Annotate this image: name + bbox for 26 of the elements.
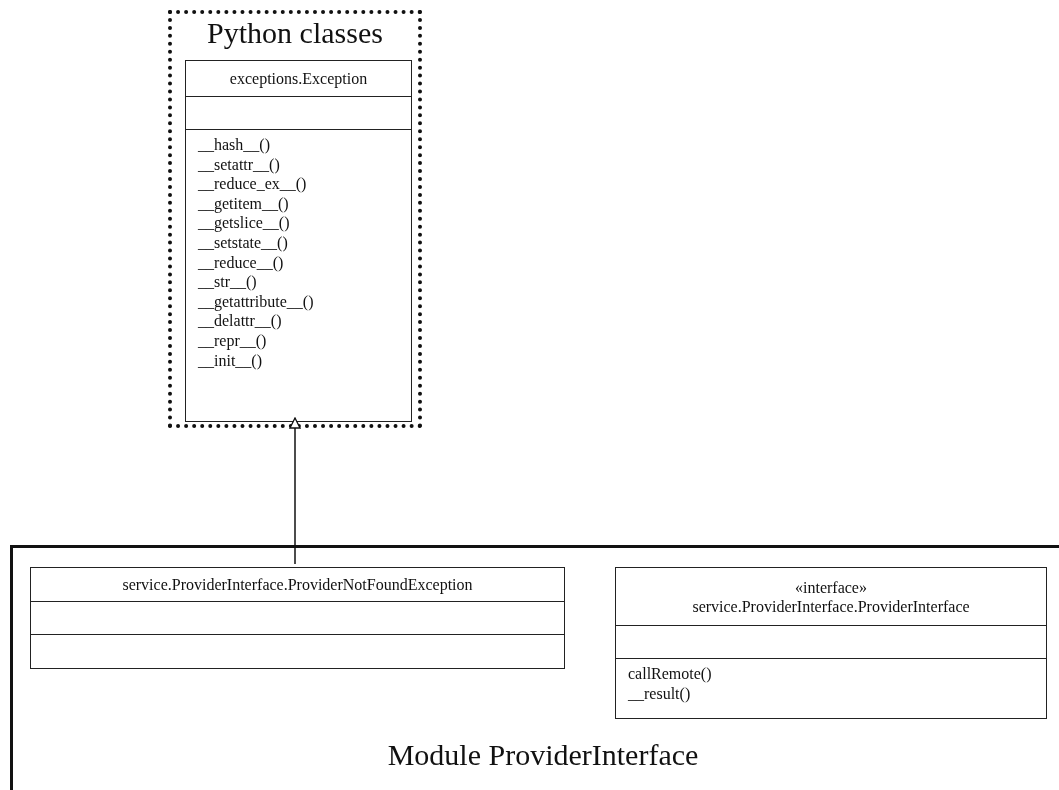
- method-name: __result(): [628, 683, 691, 704]
- method-name: __setstate__(): [198, 232, 288, 253]
- method-name: __getslice__(): [198, 213, 290, 233]
- package-frame: [168, 10, 422, 428]
- method-name: __reduce_ex__(): [198, 174, 307, 194]
- class-box: [30, 567, 565, 669]
- class-name: exceptions.Exception: [229, 69, 368, 88]
- method-name: __init__(): [198, 350, 262, 371]
- method-name: __delattr__(): [198, 311, 282, 331]
- method-name: __str__(): [198, 272, 257, 292]
- method-name: __repr__(): [198, 330, 267, 351]
- inheritance-arrow: [289, 417, 301, 565]
- package-title: Python classes: [206, 16, 384, 50]
- method-name: __setattr__(): [198, 154, 280, 175]
- module-title: Module ProviderInterface: [386, 738, 700, 772]
- module-frame: [10, 545, 1059, 790]
- class-box: [185, 60, 412, 422]
- class-name: service.ProviderInterface.ProviderInterface: [692, 596, 970, 616]
- class-name: service.ProviderInterface.ProviderNotFoundException: [122, 575, 473, 594]
- method-name: __hash__(): [198, 135, 270, 155]
- method-name: __getattribute__(): [198, 291, 314, 312]
- method-name: __reduce__(): [198, 252, 284, 273]
- method-name: __getitem__(): [198, 193, 289, 214]
- stereotype-label: «interface»: [795, 577, 867, 597]
- class-box: [615, 567, 1047, 719]
- method-name: callRemote(): [628, 664, 712, 684]
